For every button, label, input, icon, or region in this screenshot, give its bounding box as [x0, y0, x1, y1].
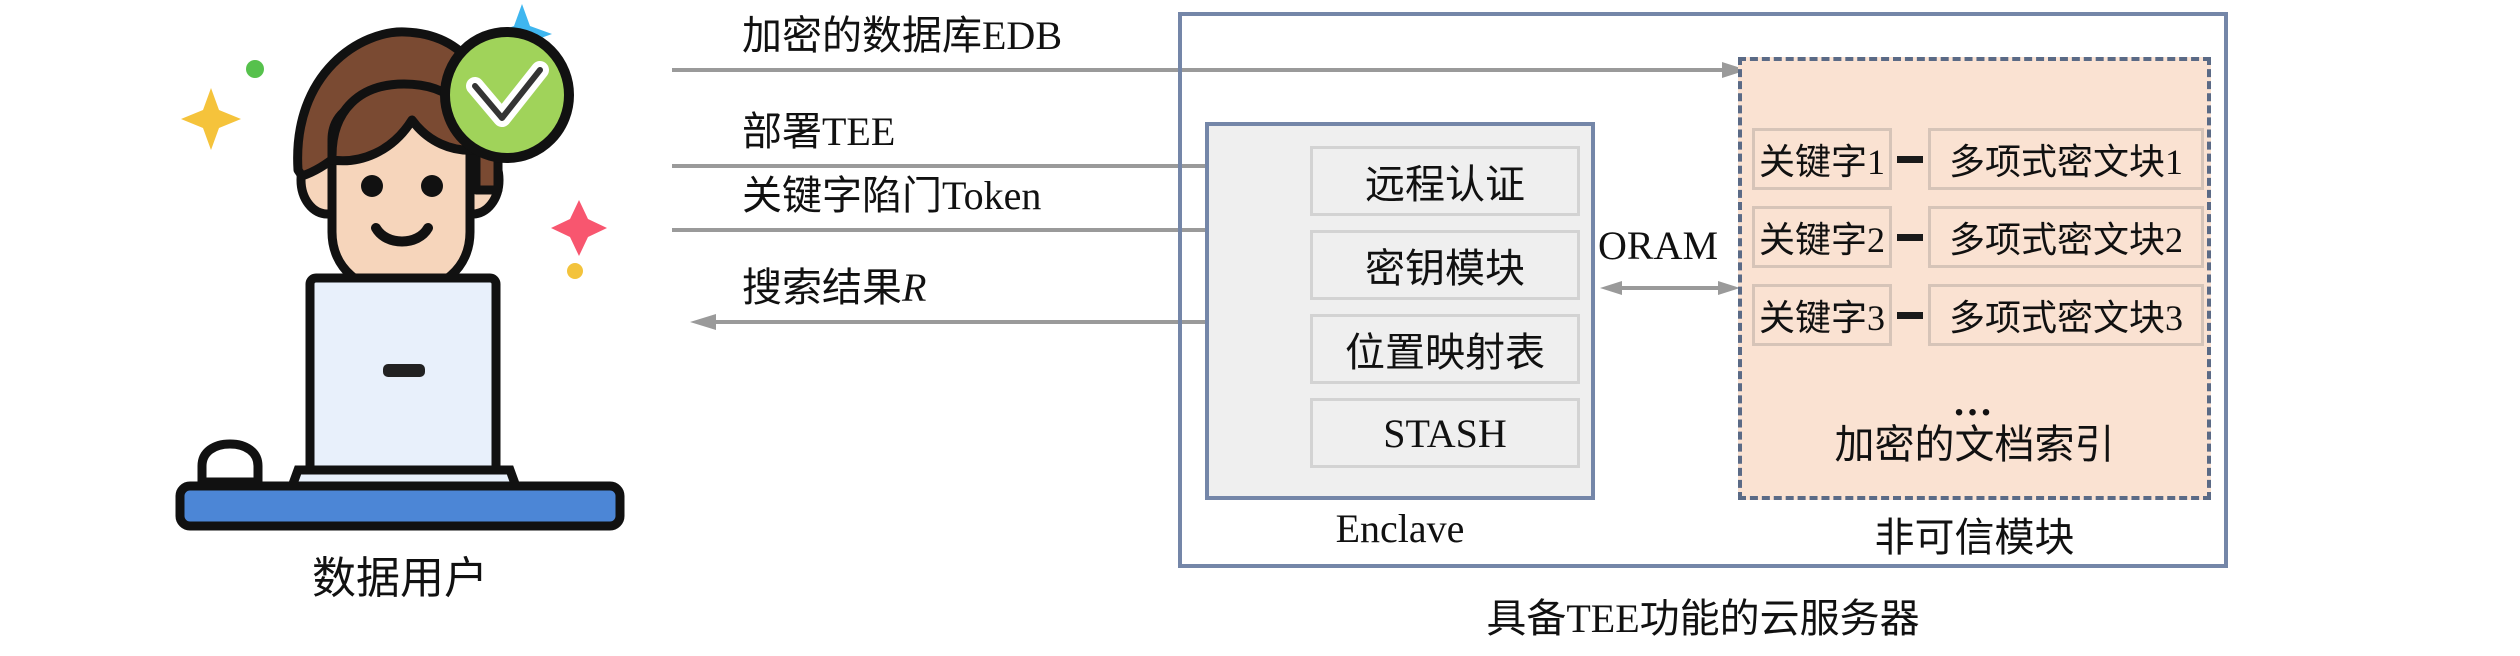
sparkle-pink-icon	[551, 200, 607, 256]
encrypted-index-rows: 关键字1 多项式密文块1 关键字2 多项式密文块2 关键字3 多项式密文块3	[1752, 128, 2204, 346]
cipher-block-cell[interactable]: 多项式密文块2	[1928, 206, 2204, 268]
eye-right	[421, 175, 443, 197]
verified-check-icon	[440, 27, 574, 163]
user-caption: 数据用户	[312, 554, 488, 603]
index-row: 关键字2 多项式密文块2	[1752, 206, 2204, 268]
flow-label-result: 搜索结果R	[742, 268, 926, 308]
keyword-cell[interactable]: 关键字1	[1752, 128, 1892, 190]
untrusted-module-label: 非可信模块	[1874, 515, 2075, 560]
oram-label: ORAM	[1598, 223, 1719, 268]
flow-label-deploy-tee: 部署TEE	[742, 109, 896, 154]
cloud-server-box	[1178, 12, 2228, 568]
enclave-module-stash[interactable]: STASH	[1310, 398, 1580, 468]
keyword-cell[interactable]: 关键字3	[1752, 284, 1892, 346]
dot-yellow-icon	[567, 263, 583, 279]
link-dash-icon	[1897, 311, 1923, 319]
enclave-module-remote-attestation[interactable]: 远程认证	[1310, 146, 1580, 216]
data-user-illustration	[175, 0, 625, 540]
flow-label-result-text: 搜索结果	[742, 265, 902, 310]
sparkle-yellow-icon	[181, 88, 241, 150]
server-caption: 具备TEE功能的云服务器	[1486, 596, 1920, 641]
cipher-block-cell[interactable]: 多项式密文块1	[1928, 128, 2204, 190]
eye-left	[361, 175, 383, 197]
enclave-module-key[interactable]: 密钥模块	[1310, 230, 1580, 300]
cipher-block-cell[interactable]: 多项式密文块3	[1928, 284, 2204, 346]
index-row: 关键字3 多项式密文块3	[1752, 284, 2204, 346]
laptop-camera-bar	[383, 364, 425, 377]
enclave-module-position-map[interactable]: 位置映射表	[1310, 314, 1580, 384]
dot-green-icon	[246, 60, 264, 78]
laptop-screen	[305, 273, 501, 483]
index-ellipsis: …	[1952, 379, 1997, 424]
index-row: 关键字1 多项式密文块1	[1752, 128, 2204, 190]
flow-label-edb: 加密的数据库EDB	[742, 13, 1062, 58]
flow-arrow-result	[690, 314, 1270, 330]
enclave-module-list: 远程认证 密钥模块 位置映射表 STASH	[1310, 146, 1580, 468]
link-dash-icon	[1897, 233, 1923, 241]
oram-bidirectional-arrow	[1600, 281, 1740, 295]
flow-label-token: 关键字陷门Token	[742, 173, 1042, 218]
flow-arrow-edb	[672, 62, 1747, 78]
keyword-cell[interactable]: 关键字2	[1752, 206, 1892, 268]
flow-label-result-symbol: R	[902, 265, 927, 310]
desk	[175, 481, 625, 531]
mouse	[197, 439, 263, 487]
smile	[371, 223, 433, 247]
encrypted-index-title: 加密的文档索引	[1834, 422, 2115, 467]
link-dash-icon	[1897, 155, 1923, 163]
enclave-label: Enclave	[1335, 506, 1465, 551]
